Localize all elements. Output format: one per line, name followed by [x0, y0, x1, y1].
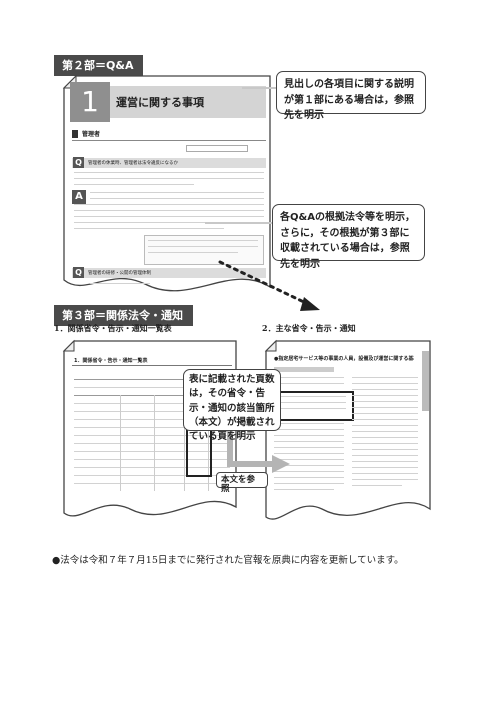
list-title: 1．関係省令・告示・通知一覧表	[74, 358, 148, 364]
document-page-sample: ●指定居宅サービス等の事業の人員，設備及び運営に関する基準(抄)	[262, 337, 434, 532]
chapter-number-box: 1	[70, 82, 110, 122]
document-page-frame	[264, 339, 431, 520]
chapter-number: 1	[81, 85, 99, 118]
a-marker: A	[72, 190, 86, 204]
qa-page-sample: 1 運営に関する事項 管理者 Q 管理者の休業時、管理者は法令違反になるか A …	[60, 72, 280, 307]
section-marker	[72, 130, 78, 138]
callout-ref: 本文を参照	[216, 472, 268, 493]
connector-line-top	[242, 87, 276, 89]
part2-label: 第２部＝Q&A	[54, 55, 144, 76]
footer-note: ●法令は令和７年７月15日までに発行された官報を原典に内容を更新しています。	[52, 555, 404, 566]
doc-heading-bar	[274, 367, 334, 372]
part3-sub2: 2．主な省令・告示・通知	[262, 323, 356, 333]
chapter-title: 運営に関する事項	[116, 96, 204, 109]
doc-title: ●指定居宅サービス等の事業の人員，設備及び運営に関する基準(抄)	[274, 356, 414, 362]
qa1-heading: 管理者の休業時、管理者は法令違反になるか	[88, 161, 178, 166]
q2-marker: Q	[73, 267, 84, 278]
dotted-arrow	[218, 260, 320, 311]
qa2-heading: 管理者の研修・公開の管理体制	[88, 271, 151, 276]
qa2-bar	[72, 268, 266, 278]
chapter-header-bar	[110, 86, 266, 118]
doc-side-tab	[422, 351, 429, 411]
list-table	[74, 379, 230, 499]
section-title: 管理者	[82, 131, 101, 138]
callout-lower: 表に記載された頁数は，その省令・告示・通知の該当箇所（本文）が掲載されている頁を…	[183, 369, 281, 442]
callout-top: 見出しの各項目に関する説明が第１部にある場合は，参照先を明示	[276, 71, 426, 121]
qa1-bar	[72, 158, 266, 168]
part3-sub1: 1．関係省令・告示・通知一覧表	[54, 323, 172, 333]
gray-arrow	[227, 420, 290, 473]
section-ref-tags	[186, 145, 248, 152]
q-marker: Q	[73, 157, 84, 168]
part3-label: 第３部＝関係法令・通知	[54, 305, 193, 326]
callout-middle: 各Q&Aの根拠法令等を明示，さらに，その根拠が第３部に収載されている場合は，参照…	[272, 204, 425, 270]
connector-line-middle	[205, 222, 272, 224]
